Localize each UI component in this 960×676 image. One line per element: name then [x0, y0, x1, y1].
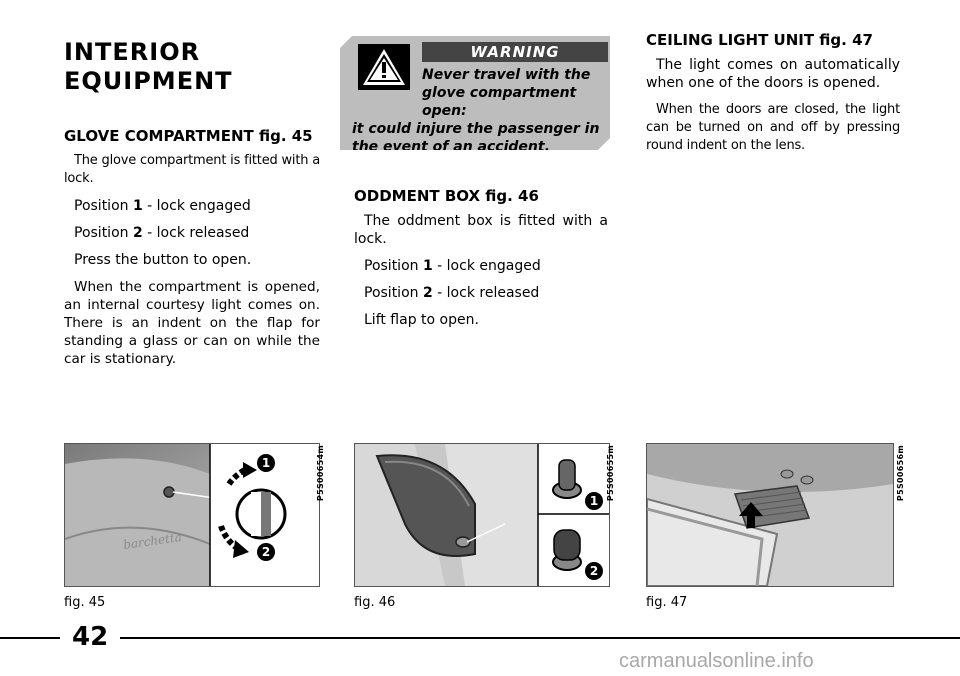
figure-46-marker-2: 2: [585, 562, 603, 580]
oddment-position-2: Position 2 - lock released: [364, 285, 540, 301]
figure-47-caption: fig. 47: [646, 595, 688, 610]
figure-46-code: P5S00655m: [606, 445, 615, 502]
oddment-position-1: Position 1 - lock engaged: [364, 258, 541, 274]
watermark-text: carmanualsonline.info: [619, 650, 814, 672]
middle-column: ODDMENT BOX fig. 46 The oddment box is f…: [354, 186, 608, 338]
glove-light-text: When the compartment is opened, an inter…: [64, 279, 320, 367]
warning-box: WARNING Never travel with the glove comp…: [340, 36, 610, 150]
right-column: CEILING LIGHT UNIT fig. 47 The light com…: [646, 30, 900, 164]
warning-text-lead: Never travel with the glove compartment …: [422, 67, 591, 119]
glove-position-2: Position 2 - lock released: [74, 225, 250, 241]
section-title-line2: EQUIPMENT: [64, 67, 233, 95]
section-title-line1: INTERIOR: [64, 38, 201, 66]
figure-46-caption: fig. 46: [354, 595, 396, 610]
footer-rule-left: [0, 637, 60, 639]
ceiling-light-heading: CEILING LIGHT UNIT fig. 47: [646, 31, 873, 49]
warning-text: Never travel with the glove compartment …: [352, 66, 608, 156]
page-number: 42: [72, 622, 109, 652]
glove-intro: The glove compartment is fitted with a l…: [64, 153, 320, 186]
warning-triangle-icon: [358, 44, 410, 90]
figure-47-code: P5S00656m: [896, 445, 905, 502]
footer-rule-right: [120, 637, 960, 639]
oddment-lift: Lift flap to open.: [364, 312, 479, 328]
figure-47-image: [646, 443, 894, 587]
section-title: INTERIOR EQUIPMENT: [64, 38, 320, 96]
warning-label: WARNING: [422, 42, 608, 62]
ceiling-closed-text: When the doors are closed, the light can…: [646, 102, 900, 153]
glove-press: Press the button to open.: [74, 252, 252, 268]
figure-45-code: P5S00654m: [316, 445, 325, 502]
left-column: INTERIOR EQUIPMENT GLOVE COMPARTMENT fig…: [64, 30, 320, 377]
ceiling-auto-text: The light comes on automatically when on…: [646, 57, 900, 91]
figure-46-marker-1: 1: [585, 492, 603, 510]
oddment-intro: The oddment box is fitted with a lock.: [354, 213, 608, 247]
glove-position-1: Position 1 - lock engaged: [74, 198, 251, 214]
glove-compartment-heading: GLOVE COMPARTMENT fig. 45: [64, 127, 313, 145]
figure-45-marker-1: 1: [257, 454, 275, 472]
figure-45-image: barchetta 1 2: [64, 443, 320, 587]
figure-45-caption: fig. 45: [64, 595, 106, 610]
warning-text-rest: it could injure the passenger in the eve…: [352, 121, 600, 155]
oddment-box-heading: ODDMENT BOX fig. 46: [354, 187, 539, 205]
figure-46-image: 1 2: [354, 443, 610, 587]
figure-45-marker-2: 2: [257, 543, 275, 561]
